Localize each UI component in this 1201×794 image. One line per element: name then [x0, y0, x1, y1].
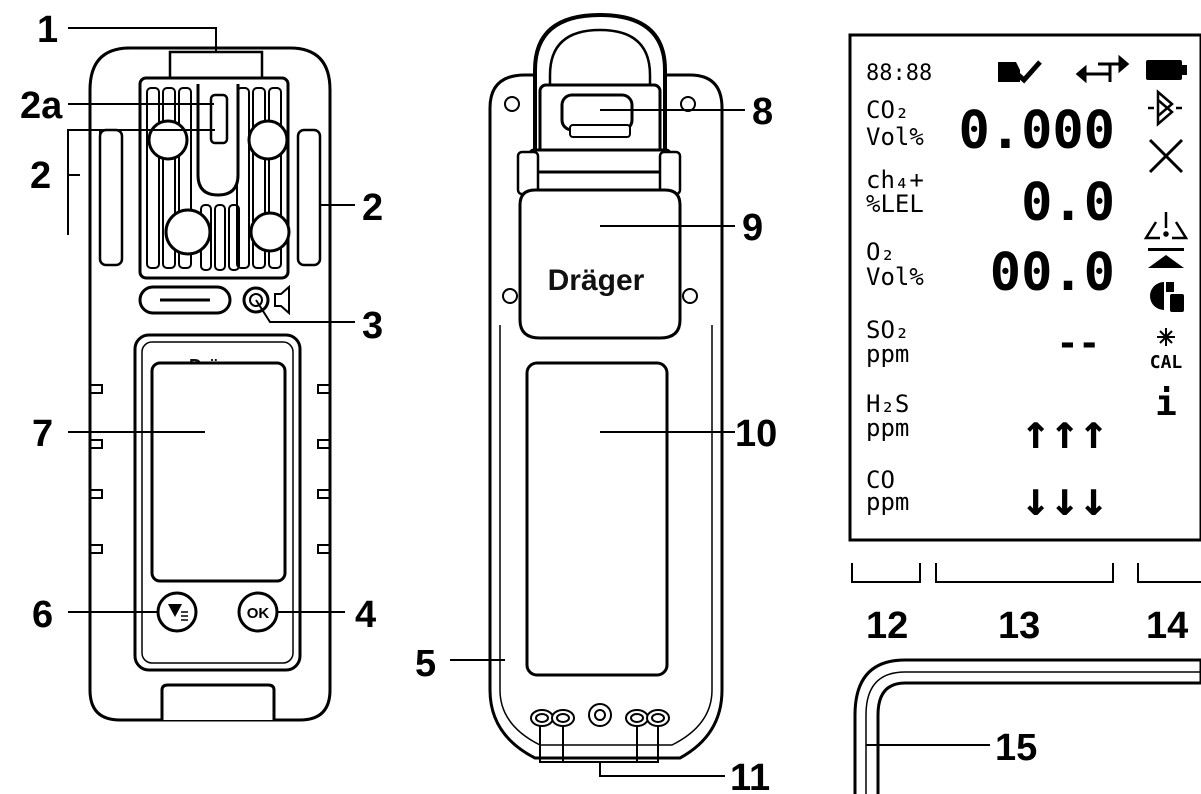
gas-name: SO₂	[866, 316, 909, 344]
callout-1: 1	[37, 9, 58, 51]
gas-name: O₂	[866, 238, 895, 266]
sensor-port	[209, 93, 229, 145]
calibration-icon: CAL	[1150, 328, 1183, 373]
gas-value: 0.000	[958, 101, 1115, 161]
info-icon: i	[1155, 383, 1177, 424]
callout-8: 8	[752, 91, 773, 133]
gas-unit: ppm	[866, 488, 909, 516]
gas-value: ↑↑↑	[1021, 404, 1108, 460]
bump-check-icon	[998, 60, 1042, 84]
gas-name: CO	[866, 466, 895, 494]
screws	[502, 96, 698, 304]
gas-value: ↓↓↓	[1021, 471, 1108, 527]
triangle-down-icon	[168, 604, 182, 617]
gas-bottle-icon	[1150, 282, 1184, 312]
bottom-clip	[160, 683, 276, 720]
ok-button-label: OK	[247, 605, 270, 622]
callout-14: 14	[1146, 605, 1188, 647]
gas-value: 0.0	[1021, 173, 1115, 233]
gas-row: ch₄+ %LEL 0.0	[866, 166, 1115, 233]
gas-name: ch₄+	[866, 166, 924, 194]
callout-4: 4	[355, 594, 376, 636]
callout-2-right: 2	[362, 187, 383, 229]
back-view: Dräger	[488, 12, 724, 760]
peak-icon	[1148, 248, 1184, 268]
gas-unit: ppm	[866, 414, 909, 442]
gas-row: O₂ Vol% 00.0	[866, 238, 1115, 303]
hex-key-tool	[853, 658, 1201, 794]
sensor-circle	[164, 208, 212, 256]
warning-icon	[1143, 212, 1189, 240]
gas-row: CO₂ Vol% 0.000	[866, 96, 1115, 161]
gas-row: SO₂ ppm --	[866, 316, 1100, 368]
gas-name: CO₂	[866, 96, 909, 124]
side-ribs	[90, 384, 330, 554]
gas-unit: Vol%	[866, 263, 924, 291]
grille-slots	[146, 87, 282, 271]
callout-15: 15	[995, 727, 1037, 769]
gas-unit: %LEL	[866, 190, 924, 218]
sensor-circle	[249, 211, 291, 253]
callout-2a: 2a	[20, 85, 63, 127]
side-grip-right	[296, 128, 322, 267]
gas-value: 00.0	[990, 243, 1115, 303]
battery-icon	[1146, 60, 1182, 80]
display-clock: 88:88	[866, 61, 932, 86]
front-view: Dräger OK	[88, 46, 332, 722]
sensor-circle	[247, 119, 289, 161]
gas-row: H₂S ppm ↑↑↑	[866, 390, 1108, 460]
gas-unit: ppm	[866, 340, 909, 368]
speaker-icon	[274, 284, 290, 316]
back-brand-logo: Dräger	[548, 264, 645, 297]
callout-12: 12	[866, 605, 908, 647]
transfer-arrows-icon	[1075, 54, 1130, 84]
callout-9: 9	[742, 207, 763, 249]
front-display-window	[150, 361, 287, 583]
callout-11: 11	[730, 757, 770, 794]
nav-button[interactable]	[156, 591, 198, 633]
sensor-circle	[147, 119, 189, 161]
callout-5: 5	[415, 643, 436, 685]
side-grip-left	[98, 128, 124, 267]
callout-6: 6	[32, 594, 53, 636]
front-callouts: 1 2a 2 2 3 7 6 4	[20, 9, 383, 636]
callout-7: 7	[32, 413, 53, 455]
bluetooth-icon	[1148, 89, 1182, 127]
callout-3: 3	[362, 305, 383, 347]
display-panel: 88:88 CO₂ Vol% 0.000 ch₄+ %LEL 0.0 O₂ Vo…	[848, 33, 1201, 542]
gas-row: CO ppm ↓↓↓	[866, 466, 1108, 527]
gas-name: H₂S	[866, 390, 909, 418]
display-frame	[848, 33, 1201, 542]
cal-label: CAL	[1150, 352, 1183, 373]
gas-value: --	[1057, 323, 1100, 364]
callout-10: 10	[735, 413, 777, 455]
gas-unit: Vol%	[866, 123, 924, 151]
alarm-x-icon	[1148, 138, 1184, 174]
callout-13: 13	[998, 605, 1040, 647]
ok-button[interactable]: OK	[237, 591, 279, 633]
label-window	[525, 361, 669, 677]
back-callouts: 8 9 10 5 11	[415, 91, 777, 794]
callout-2-left: 2	[30, 155, 51, 197]
display-callouts	[851, 563, 1201, 583]
